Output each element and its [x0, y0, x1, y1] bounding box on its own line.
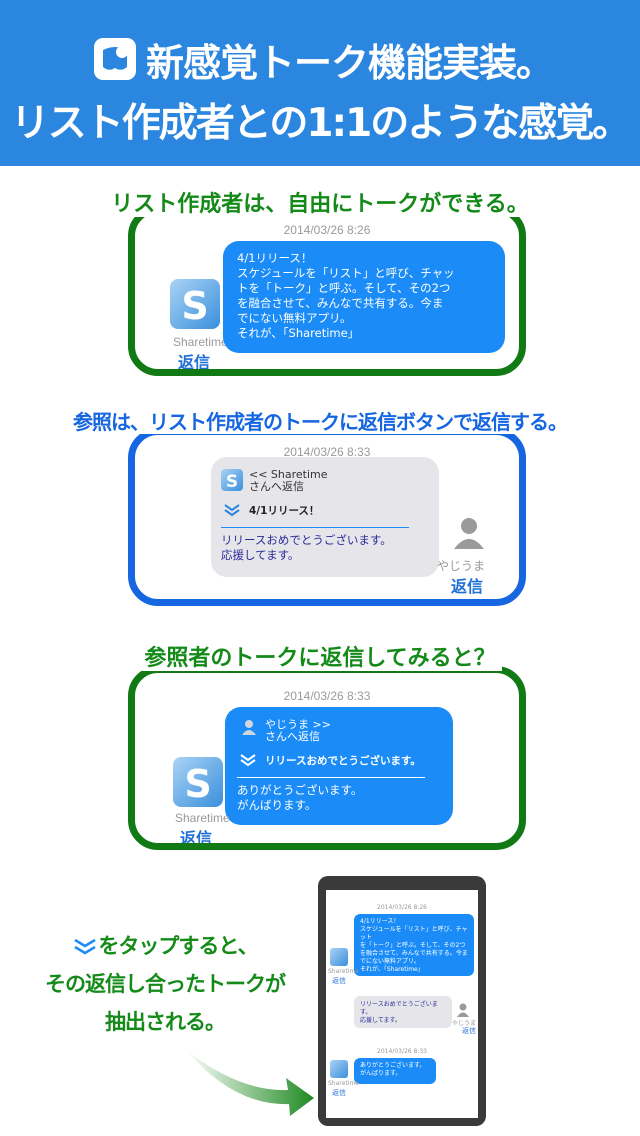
sharetime-avatar-icon [330, 1060, 348, 1078]
section2-caption: 参照は、リスト作成者のトークに返信ボタンで返信する。 [0, 406, 640, 435]
message-bubble: 4/1リリース！ スケジュールを「リスト」と呼び、チャッ トを「トーク」と呼ぶ。… [223, 241, 505, 353]
phone-reply-button[interactable]: 返信 [462, 1027, 476, 1035]
header-subtitle: リスト作成者との1:1のような感覚。 [10, 101, 631, 146]
app-logo-icon [94, 38, 136, 80]
section1-caption: リスト作成者は、自由にトークができる。 [0, 186, 640, 218]
reply-button[interactable]: 返信 [180, 829, 213, 848]
quote-header: さんへ返信 [249, 480, 304, 493]
quote-header: さんへ返信 [265, 730, 320, 743]
header-title: 新感覚トーク機能実装。 [146, 41, 554, 85]
arrow-right-icon [180, 1040, 320, 1124]
message-line: トを「トーク」と呼ぶ。そして、その2つ [237, 281, 451, 295]
sharetime-avatar-icon[interactable]: S [173, 757, 223, 807]
user-avatar-icon [456, 1002, 470, 1021]
phone-reply-button[interactable]: 返信 [332, 977, 346, 985]
section3-caption: 参照者のトークに返信してみると？ [0, 640, 640, 672]
message-timestamp: 2014/03/26 8:33 [283, 689, 371, 703]
phone-timestamp: 2014/03/26 8:26 [377, 904, 427, 911]
phone-message-bubble: 4/1リリース！ スケジュールを「リスト」と呼び、チャット を「トーク」と呼ぶ。… [354, 914, 474, 976]
divider [237, 777, 425, 778]
phone-message-bubble: ありがとうございます。 がんばります。 [354, 1058, 436, 1084]
explain-line1: をタップすると、 [0, 930, 330, 960]
phone-reply-bubble: リリースおめでとうございます。 応援してます。 [354, 996, 452, 1028]
explain-line2: その返信し合ったトークが [45, 972, 286, 996]
reply-bubble: S << Sharetime さんへ返信 4/1リリース！ リリースおめでとうご… [211, 457, 439, 577]
svg-text:S: S [184, 762, 211, 806]
section3-panel: 2014/03/26 8:33 やじうま >> さんへ返信 リリースおめでとうご… [128, 666, 526, 850]
sender-name: Sharetime [175, 811, 230, 825]
sharetime-avatar-icon [330, 948, 348, 966]
sharetime-small-icon: S [221, 469, 243, 492]
message-line: を融合させて、みんなで共有する。今ま [237, 296, 444, 310]
phone-name: Sharetime [328, 968, 359, 975]
section2-panel: 2014/03/26 8:33 S << Sharetime さんへ返信 4/1… [128, 428, 526, 606]
phone-name: Sharetime [328, 1080, 359, 1087]
reply-button[interactable]: 返信 [178, 353, 211, 372]
phone-timestamp: 2014/03/26 8:33 [377, 1048, 427, 1055]
section1-panel: 2014/03/26 8:26 S Sharetime 返信 4/1リリース！ … [128, 206, 526, 376]
phone-screen: 2014/03/26 8:26 4/1リリース！ スケジュールを「リスト」と呼び… [326, 890, 478, 1118]
message-line: スケジュールを「リスト」と呼び、チャッ [237, 266, 455, 280]
svg-text:S: S [181, 284, 208, 328]
explain-line3: 抽出される。 [105, 1010, 226, 1034]
sender-name: Sharetime [173, 335, 228, 349]
phone-name: やじうま [452, 1020, 477, 1027]
message-line: 4/1リリース！ [237, 251, 313, 265]
quoted-text: 4/1リリース！ [249, 505, 320, 517]
reply-bubble: やじうま >> さんへ返信 リリースおめでとうございます。 ありがとうございます… [225, 707, 453, 825]
message-timestamp: 2014/03/26 8:33 [283, 445, 371, 459]
reply-line: 応援してます。 [221, 548, 300, 562]
message-line: それが、「Sharetime」 [237, 326, 360, 340]
message-line: でにない無料アプリ。 [237, 311, 352, 325]
reply-line: リリースおめでとうございます。 [221, 533, 392, 547]
quoted-text: リリースおめでとうございます。 [265, 755, 421, 767]
divider [221, 527, 409, 528]
phone-mockup: 2014/03/26 8:26 4/1リリース！ スケジュールを「リスト」と呼び… [318, 876, 486, 1126]
message-timestamp: 2014/03/26 8:26 [283, 223, 371, 237]
chevron-down-icon[interactable] [239, 753, 257, 771]
user-avatar-icon [241, 719, 257, 739]
svg-text:S: S [226, 472, 238, 491]
phone-reply-button[interactable]: 返信 [332, 1089, 346, 1097]
reply-line: がんばります。 [237, 798, 317, 812]
quote-header: << Sharetime [249, 468, 328, 481]
sharetime-avatar-icon[interactable]: S [170, 279, 220, 329]
quote-header: やじうま >> [265, 718, 331, 731]
chevron-down-icon [74, 938, 97, 955]
reply-button[interactable]: 返信 [451, 577, 484, 596]
user-name: やじうま [437, 559, 486, 573]
chevron-down-icon[interactable] [223, 503, 241, 521]
reply-line: ありがとうございます。 [237, 783, 363, 797]
user-avatar-icon[interactable] [451, 515, 487, 555]
header-banner: 新感覚トーク機能実装。 リスト作成者との1:1のような感覚。 [0, 0, 640, 166]
